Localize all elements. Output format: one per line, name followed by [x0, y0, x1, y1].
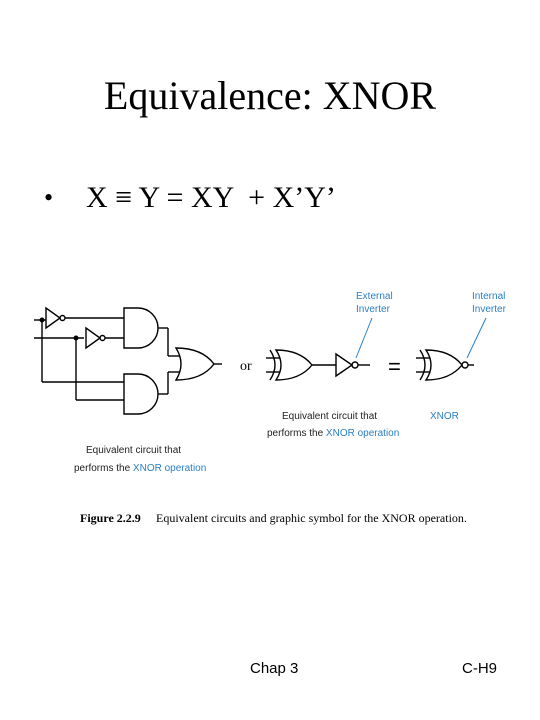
- slide-title: Equivalence: XNOR: [103, 73, 437, 118]
- xor-gate-middle: [274, 349, 313, 381]
- xnor-formula: X ≡ Y = XY + X’Y’: [86, 181, 336, 214]
- or-text: or: [240, 359, 252, 374]
- footer-page-number: C-H9: [462, 660, 498, 677]
- and-gate-top: [123, 307, 159, 349]
- external-inverter-label-1: External: [356, 291, 393, 302]
- equals-sign: =: [388, 354, 401, 379]
- inverter-gate-top: [45, 306, 66, 330]
- middle-caption-line1: Equivalent circuit that: [282, 411, 377, 422]
- internal-inverter-label-2: Inverter: [472, 304, 507, 315]
- xnor-label: XNOR: [430, 411, 459, 422]
- left-caption-line2: performs the XNOR operation: [74, 463, 206, 474]
- footer-chapter: Chap 3: [250, 660, 299, 677]
- and-gate-bottom: [123, 373, 159, 415]
- and-or-circuit: [34, 306, 222, 415]
- figure-caption: Equivalent circuits and graphic symbol f…: [156, 511, 467, 525]
- bullet-dot: •: [44, 183, 54, 212]
- or-gate: [174, 347, 215, 381]
- external-inverter-gate: [335, 352, 359, 378]
- bullet-item: • X ≡ Y = XY + X’Y’: [44, 180, 336, 288]
- left-caption-line1: Equivalent circuit that: [86, 445, 181, 456]
- middle-caption-line2: performs the XNOR operation: [267, 428, 399, 439]
- xor-external-inverter-circuit: [266, 317, 373, 381]
- xnor-gate: [424, 349, 463, 381]
- xnor-circuit-figure: or = External Inverter Internal Inverter…: [34, 291, 507, 525]
- inverter-gate-bottom: [85, 326, 106, 350]
- xnor-symbol: [416, 317, 487, 381]
- external-inverter-label-2: Inverter: [356, 304, 391, 315]
- internal-inverter-label-1: Internal: [472, 291, 505, 302]
- figure-number: Figure 2.2.9: [80, 511, 141, 525]
